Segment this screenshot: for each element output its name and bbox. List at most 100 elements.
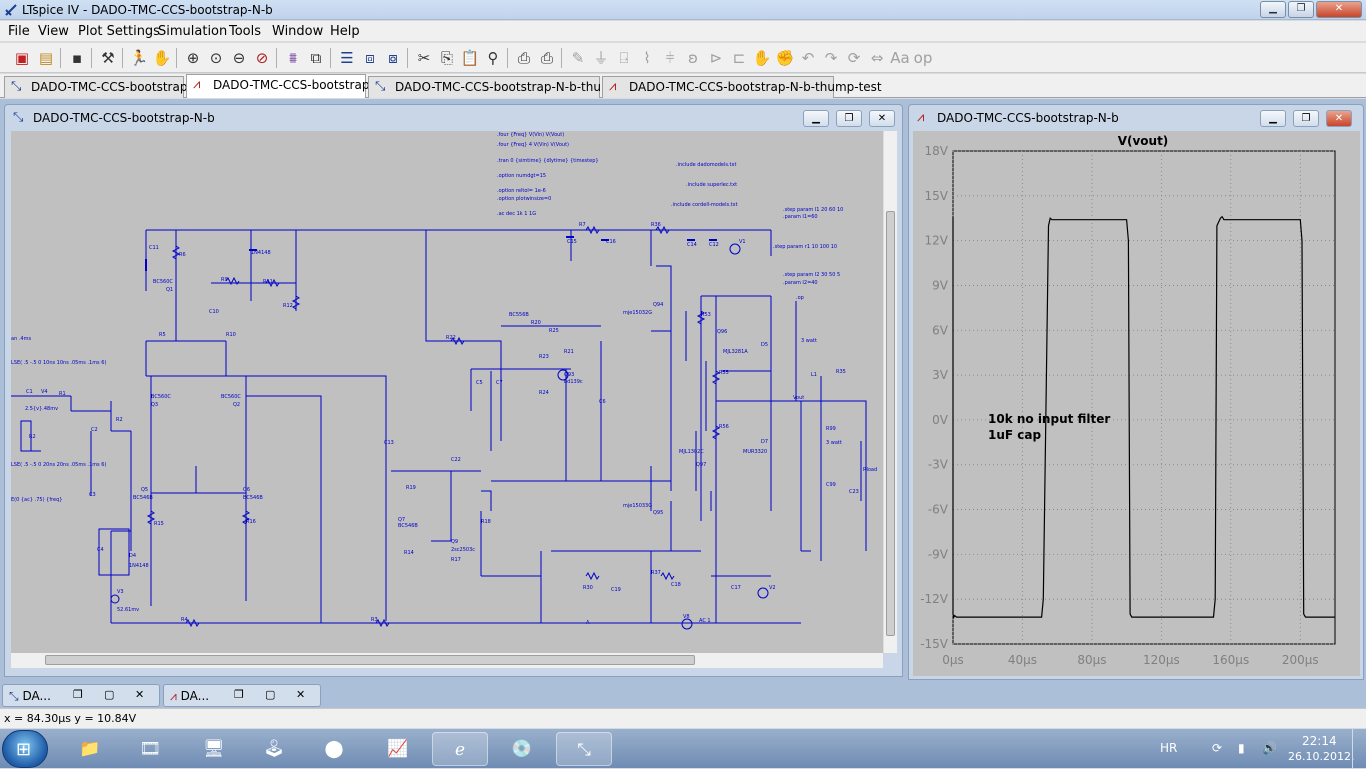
control-panel-icon[interactable]: ⚒ xyxy=(101,49,115,67)
trace-vout[interactable] xyxy=(952,215,1335,619)
clock-date[interactable]: 26.10.2012. xyxy=(1288,750,1355,763)
oscilloscope-app-icon[interactable]: 📈 xyxy=(387,739,409,759)
clock-time[interactable]: 22:14 xyxy=(1302,734,1337,748)
schematic-horizontal-scrollbar[interactable] xyxy=(11,653,883,668)
language-indicator[interactable]: HR xyxy=(1160,741,1178,755)
rotate-icon[interactable]: ⟳ xyxy=(847,49,861,67)
svg-text:V4: V4 xyxy=(41,389,48,395)
maximize-button[interactable]: ❐ xyxy=(1288,1,1314,18)
diode-icon[interactable]: ⊳ xyxy=(709,49,723,67)
browser-icon[interactable]: ⬤ xyxy=(324,739,344,759)
open-icon[interactable]: ▤ xyxy=(38,49,54,67)
add-trace-icon[interactable]: ⧉ xyxy=(310,49,322,67)
wire-icon[interactable]: ✎ xyxy=(571,49,585,67)
svg-text:C23: C23 xyxy=(849,489,859,495)
minimize-button[interactable]: ▁ xyxy=(1260,1,1286,18)
x-tick-label: 80µs xyxy=(1077,653,1106,667)
tab-waveform-1[interactable]: ⩘ DADO-TMC-CCS-bootstrap-N-b xyxy=(186,74,395,98)
menu-file[interactable]: File xyxy=(8,24,30,39)
menu-tools[interactable]: Tools xyxy=(229,24,262,39)
ground-icon[interactable]: ⏚ xyxy=(593,49,609,67)
volume-icon[interactable]: 🔊 xyxy=(1262,741,1277,755)
close-icon[interactable]: ✕ xyxy=(296,688,306,701)
menu-simulation[interactable]: Simulation xyxy=(158,24,228,39)
tab-waveform-2[interactable]: ⩘ DADO-TMC-CCS-bootstrap-N-b-thump-test xyxy=(602,76,882,98)
menu-help[interactable]: Help xyxy=(330,24,360,39)
tile-vertical-icon[interactable]: ☰ xyxy=(340,49,354,67)
undo-icon[interactable]: ↶ xyxy=(801,49,815,67)
find-icon[interactable]: ⚲ xyxy=(487,49,499,67)
ltspice-taskbar-icon[interactable]: ⤡ xyxy=(556,732,612,766)
svg-text:R16: R16 xyxy=(246,519,256,525)
control-panel-icon[interactable]: 🖥 xyxy=(203,739,225,759)
resistor-icon[interactable]: ⌇ xyxy=(643,49,651,67)
zoom-fit-icon[interactable]: ⊘ xyxy=(255,49,269,67)
sync-icon[interactable]: ⟳ xyxy=(1212,741,1223,755)
svg-text:C16: C16 xyxy=(606,239,616,245)
tab-schematic-1[interactable]: ⤡ DADO-TMC-CCS-bootstrap-N-b xyxy=(4,76,213,98)
save-icon[interactable]: ▪ xyxy=(71,49,83,67)
svg-text:R19: R19 xyxy=(406,485,416,491)
restore-icon[interactable]: ❐ xyxy=(73,688,83,701)
waveform-maximize-button[interactable]: ❐ xyxy=(1293,110,1319,127)
copy-icon[interactable]: ⎘ xyxy=(440,49,453,67)
inductor-icon[interactable]: ʚ xyxy=(688,49,698,67)
menu-window[interactable]: Window xyxy=(272,24,324,39)
capacitor-icon[interactable]: ⫩ xyxy=(665,49,675,67)
tab-schematic-2[interactable]: ⤡ DADO-TMC-CCS-bootstrap-N-b-thump-test xyxy=(368,76,648,98)
schematic-maximize-button[interactable]: ❐ xyxy=(836,110,862,127)
text-icon[interactable]: Aa xyxy=(890,49,910,67)
autorange-icon[interactable]: ⩩ xyxy=(288,49,297,67)
run-icon[interactable]: 🏃 xyxy=(129,49,149,67)
zoom-out-icon[interactable]: ⊖ xyxy=(232,49,246,67)
waveform-close-button[interactable]: ✕ xyxy=(1326,110,1352,127)
cut-icon[interactable]: ✂ xyxy=(417,49,431,67)
restore-icon[interactable]: ❐ xyxy=(234,688,244,701)
close-icon[interactable]: ✕ xyxy=(135,688,145,701)
waveform-minimize-button[interactable]: ▁ xyxy=(1260,110,1286,127)
redo-icon[interactable]: ↷ xyxy=(824,49,838,67)
component-icon[interactable]: ⊏ xyxy=(732,49,746,67)
maximize-icon[interactable]: ▢ xyxy=(104,688,115,701)
show-desktop-button[interactable] xyxy=(1352,729,1366,769)
file-explorer-icon[interactable]: 📁 xyxy=(79,739,101,759)
svg-text:1N4148: 1N4148 xyxy=(129,563,149,569)
maximize-icon[interactable]: ▢ xyxy=(265,688,276,701)
network-icon[interactable]: ▮ xyxy=(1238,741,1245,755)
print-icon[interactable]: ⎙ xyxy=(540,49,553,67)
mini-window-schematic[interactable]: ⤡ DA... ❐ ▢ ✕ xyxy=(2,684,160,707)
menu-view[interactable]: View xyxy=(38,24,69,39)
media-player-icon[interactable]: 🎞 xyxy=(139,739,161,759)
drag-icon[interactable]: ✊ xyxy=(775,49,795,67)
move-icon[interactable]: ✋ xyxy=(752,49,772,67)
status-bar: x = 84.30µs y = 10.84V xyxy=(0,708,1366,728)
schematic-canvas[interactable]: .four {Freq} V(Vin) V(Vout) .four {Freq}… xyxy=(11,131,883,653)
halt-icon[interactable]: ✋ xyxy=(152,49,172,67)
mirror-icon[interactable]: ⇔ xyxy=(870,49,884,67)
print-preview-icon[interactable]: ⎙ xyxy=(517,49,530,67)
paste-icon[interactable]: 📋 xyxy=(460,49,480,67)
cascade-icon[interactable]: ⧇ xyxy=(388,49,398,67)
schematic-close-button[interactable]: ✕ xyxy=(869,110,895,127)
label-icon[interactable]: ⍈ xyxy=(619,49,629,67)
tile-horizontal-icon[interactable]: ⧈ xyxy=(365,49,375,67)
start-button[interactable]: ⊞ xyxy=(2,730,48,768)
spice-directive-icon[interactable]: op xyxy=(913,49,933,67)
close-button[interactable]: ✕ xyxy=(1316,1,1362,18)
joystick-icon[interactable]: 🕹 xyxy=(263,739,285,759)
svg-text:C5: C5 xyxy=(476,380,483,386)
zoom-in-icon[interactable]: ⊕ xyxy=(186,49,200,67)
disc-burner-icon[interactable]: 💿 xyxy=(511,739,533,759)
mini-window-waveform[interactable]: ⩘ DA... ❐ ▢ ✕ xyxy=(163,684,321,707)
tab-label: DADO-TMC-CCS-bootstrap-N-b xyxy=(31,80,213,94)
svg-text:.option numdgt=15: .option numdgt=15 xyxy=(497,173,546,179)
svg-text:R17: R17 xyxy=(451,557,461,563)
schematic-vertical-scrollbar[interactable] xyxy=(883,131,897,653)
schematic-minimize-button[interactable]: ▁ xyxy=(803,110,829,127)
internet-explorer-icon[interactable]: ℯ xyxy=(432,732,488,766)
pan-icon[interactable]: ⊙ xyxy=(209,49,223,67)
menu-plot-settings[interactable]: Plot Settings xyxy=(78,24,160,39)
new-schematic-icon[interactable]: ▣ xyxy=(14,49,30,67)
svg-text:Q94: Q94 xyxy=(653,302,663,308)
